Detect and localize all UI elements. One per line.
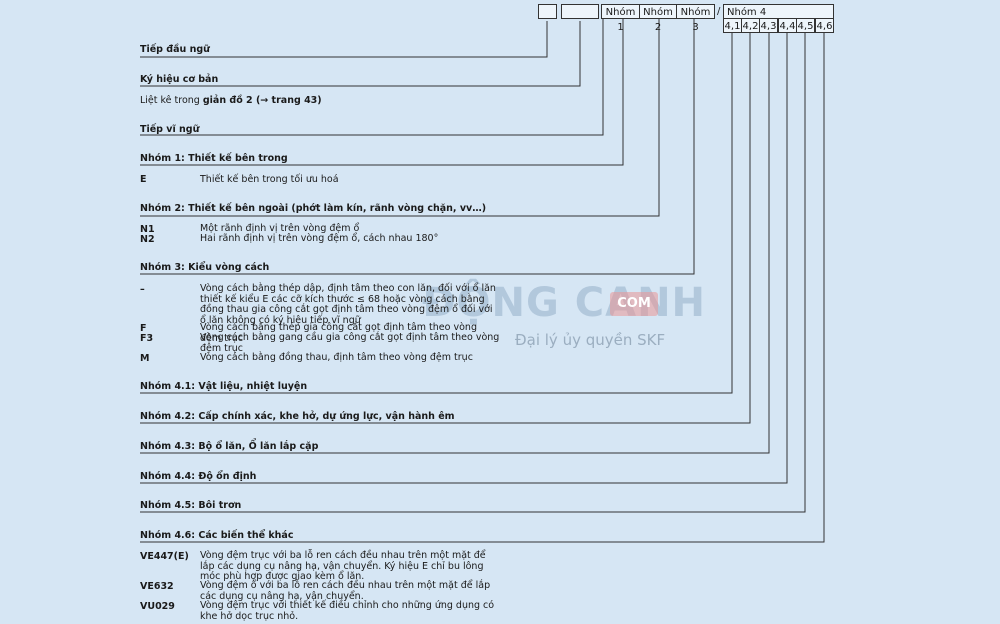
group2-desc-n2: Hai rãnh định vị trên vòng đệm ổ, cách n… bbox=[200, 233, 439, 244]
basic-note-text: Liệt kê trong bbox=[140, 95, 203, 106]
basic-designation-box bbox=[561, 4, 599, 19]
group2-code-n1: N1 bbox=[140, 224, 155, 235]
group3-desc-dash: Vòng cách bằng thép dập, định tâm theo c… bbox=[200, 283, 496, 326]
group3-code-m: M bbox=[140, 353, 150, 364]
group46-code-ve632: VE632 bbox=[140, 581, 174, 592]
group1-heading: Nhóm 1: Thiết kế bên trong bbox=[140, 153, 288, 164]
connector-group46 bbox=[140, 33, 825, 543]
group1-code-e: E bbox=[140, 174, 147, 185]
group4-box: Nhóm 4 bbox=[723, 4, 834, 19]
prefix-heading: Tiếp đầu ngữ bbox=[140, 44, 210, 55]
connector-group42 bbox=[140, 33, 751, 424]
group1-desc-e: Thiết kế bên trong tối ưu hoá bbox=[200, 174, 339, 185]
group1-box: Nhóm 1 bbox=[601, 4, 640, 33]
sub-box-4-2: 4,2 bbox=[741, 18, 760, 33]
group3-box: Nhóm 3 bbox=[676, 4, 715, 33]
group2-box: Nhóm 2 bbox=[639, 4, 677, 33]
sub-box-4-4: 4,4 bbox=[778, 18, 797, 33]
connector-group45 bbox=[140, 33, 806, 513]
group3-heading: Nhóm 3: Kiểu vòng cách bbox=[140, 262, 270, 273]
suffix-heading: Tiếp vĩ ngữ bbox=[140, 124, 200, 135]
group2-heading: Nhóm 2: Thiết kế bên ngoài (phớt làm kín… bbox=[140, 203, 487, 214]
connector-group1 bbox=[140, 19, 624, 166]
basic-heading: Ký hiệu cơ bản bbox=[140, 74, 219, 85]
group3-desc-f3: Vòng cách bằng gang cầu gia công cắt gọt… bbox=[200, 332, 500, 354]
group3-desc-m: Vòng cách bằng đồng thau, định tâm theo … bbox=[200, 352, 473, 363]
group3-code-f: F bbox=[140, 323, 147, 334]
group3-desc-f: Vòng cách bằng thép gia công cắt gọt địn… bbox=[200, 322, 477, 344]
group43-heading: Nhóm 4.3: Bộ ổ lăn, Ổ lăn lắp cặp bbox=[140, 441, 319, 452]
group41-heading: Nhóm 4.1: Vật liệu, nhiệt luyện bbox=[140, 381, 308, 392]
group46-heading: Nhóm 4.6: Các biến thể khác bbox=[140, 530, 294, 541]
connector-group3 bbox=[140, 19, 695, 275]
group46-desc-ve447e: Vòng đệm trục với ba lỗ ren cách đều nha… bbox=[200, 550, 486, 582]
basic-note-link: giản đồ 2 (→ trang 43) bbox=[202, 95, 322, 106]
group45-heading: Nhóm 4.5: Bôi trơn bbox=[140, 500, 242, 511]
group46-code-ve447e: VE447(E) bbox=[140, 551, 189, 562]
slash-separator: / bbox=[717, 6, 721, 17]
connector-basic bbox=[140, 21, 581, 87]
basic-note: Liệt kê trong giản đồ 2 (→ trang 43) bbox=[140, 95, 322, 106]
sub-box-4-6: 4,6 bbox=[815, 18, 834, 33]
group46-desc-ve632: Vòng đệm ổ với ba lỗ ren cách đều nhau t… bbox=[200, 580, 491, 602]
sub-box-4-3: 4,3 bbox=[759, 18, 778, 33]
group42-heading: Nhóm 4.2: Cấp chính xác, khe hở, dự ứng … bbox=[140, 411, 455, 422]
prefix-box bbox=[538, 4, 557, 19]
sub-box-4-5: 4,5 bbox=[796, 18, 815, 33]
group46-desc-vu029: Vòng đệm trục với thiết kế điều chỉnh ch… bbox=[200, 600, 495, 622]
group2-code-n2: N2 bbox=[140, 234, 155, 245]
connector-group41 bbox=[140, 33, 733, 394]
group2-desc-n1: Một rãnh định vị trên vòng đệm ổ bbox=[200, 223, 360, 234]
group3-code-f3: F3 bbox=[140, 333, 154, 344]
connector-group44 bbox=[140, 33, 788, 484]
sub-box-4-1: 4,1 bbox=[723, 18, 742, 33]
connector-group43 bbox=[140, 33, 770, 454]
group3-code-dash: – bbox=[140, 284, 145, 295]
connector-suffix bbox=[140, 19, 604, 136]
watermark-com-badge: COM bbox=[610, 292, 658, 316]
connector-group2 bbox=[140, 19, 660, 217]
group46-code-vu029: VU029 bbox=[140, 601, 175, 612]
connector-prefix bbox=[140, 21, 548, 58]
watermark-tagline: Đại lý ủy quyền SKF bbox=[515, 331, 666, 349]
group44-heading: Nhóm 4.4: Độ ổn định bbox=[140, 471, 257, 482]
